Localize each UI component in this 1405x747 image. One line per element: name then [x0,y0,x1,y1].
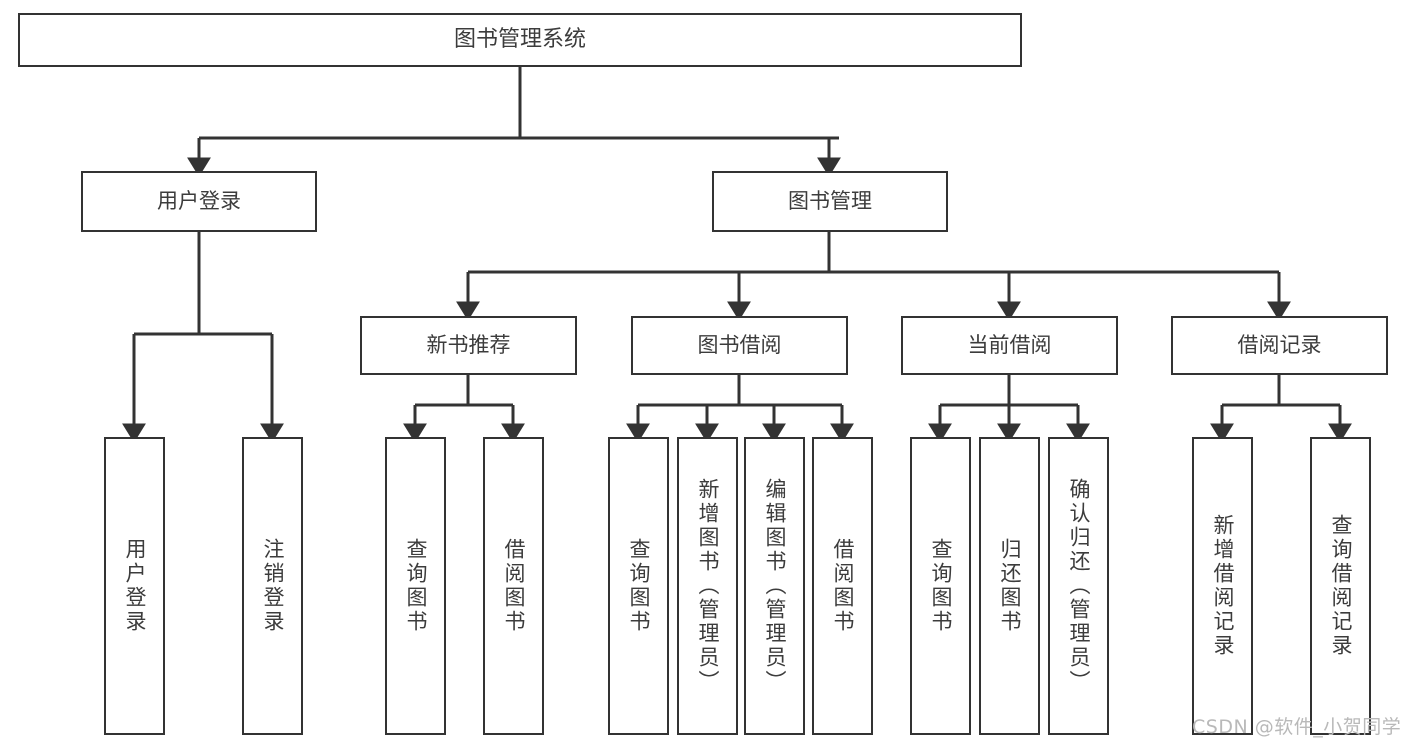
node-label: 新增借阅记录 [1211,514,1235,658]
node-label: 查询图书 [627,538,651,634]
node-label: 新增图书（管理员） [696,478,720,694]
node-current-borrow[interactable]: 当前借阅 [901,316,1118,375]
node-root-book-management-system[interactable]: 图书管理系统 [18,13,1022,67]
node-user-login[interactable]: 用户登录 [81,171,317,232]
node-label: 用户登录 [157,189,241,214]
node-leaf-query-borrow-record[interactable]: 查询借阅记录 [1310,437,1371,735]
node-leaf-query-book-borrow[interactable]: 查询图书 [608,437,669,735]
node-label: 借阅图书 [502,538,526,634]
node-label: 查询图书 [404,538,428,634]
node-label: 图书管理系统 [453,27,586,53]
node-label: 借阅图书 [831,538,855,634]
node-label: 图书管理 [788,189,872,214]
node-borrow-record[interactable]: 借阅记录 [1171,316,1388,375]
node-new-book-recommend[interactable]: 新书推荐 [360,316,577,375]
node-leaf-add-borrow-record[interactable]: 新增借阅记录 [1192,437,1253,735]
node-label: 新书推荐 [426,333,511,358]
node-label: 借阅记录 [1237,333,1322,358]
node-label: 归还图书 [998,538,1022,634]
node-leaf-user-login[interactable]: 用户登录 [104,437,165,735]
node-leaf-borrow-book-recommend[interactable]: 借阅图书 [483,437,544,735]
node-label: 用户登录 [123,538,147,634]
node-leaf-return-book[interactable]: 归还图书 [979,437,1040,735]
node-label: 编辑图书（管理员） [763,478,787,694]
node-leaf-add-book-admin[interactable]: 新增图书（管理员） [677,437,738,735]
node-label: 查询图书 [929,538,953,634]
node-label: 注销登录 [261,538,285,634]
node-leaf-logout[interactable]: 注销登录 [242,437,303,735]
node-leaf-query-book-current[interactable]: 查询图书 [910,437,971,735]
node-leaf-query-book-recommend[interactable]: 查询图书 [385,437,446,735]
node-label: 确认归还（管理员） [1067,478,1091,694]
node-leaf-edit-book-admin[interactable]: 编辑图书（管理员） [744,437,805,735]
node-book-management[interactable]: 图书管理 [712,171,948,232]
node-leaf-confirm-return-admin[interactable]: 确认归还（管理员） [1048,437,1109,735]
node-book-borrow[interactable]: 图书借阅 [631,316,848,375]
node-label: 当前借阅 [967,333,1052,358]
node-leaf-borrow-book[interactable]: 借阅图书 [812,437,873,735]
watermark-text: CSDN @软件_小贺同学 [1192,716,1402,738]
node-label: 图书借阅 [697,333,782,358]
node-label: 查询借阅记录 [1329,514,1353,658]
